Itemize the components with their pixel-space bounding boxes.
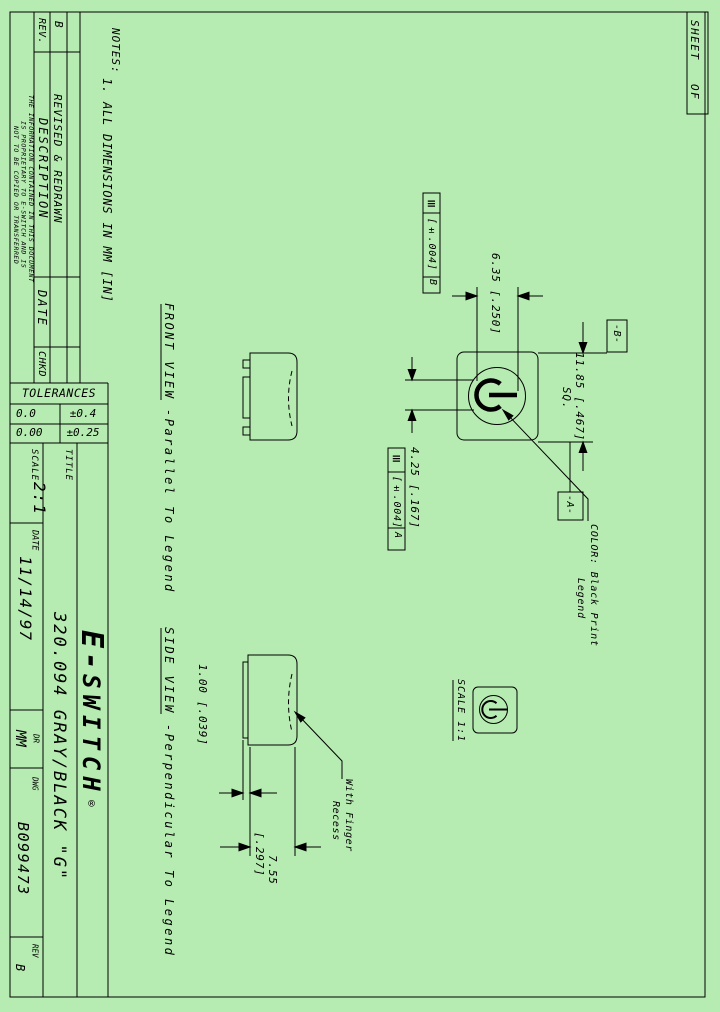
- dim-legend-height-text: 4.25 [.167]: [408, 447, 421, 529]
- front-view-subtitle: -Parallel To Legend: [162, 409, 176, 595]
- dim-body-square-line1: 11.85 [.467]: [573, 352, 586, 442]
- finger-recess-hidden-arc: [288, 370, 293, 427]
- fcf-a-frame: [387, 447, 406, 551]
- front-view-label: FRONT VIEW -Parallel To Legend: [162, 303, 176, 595]
- proprietary-line-1: THE INFORMATION CONTAINED IN THIS DOCUME…: [27, 95, 35, 283]
- recess-note: With Finger Recess: [329, 779, 355, 863]
- registered-mark-icon: ®: [85, 796, 98, 810]
- date-header: DATE: [35, 290, 49, 327]
- actual-size-view-outline: [472, 686, 518, 734]
- notes-title: NOTES:: [109, 28, 122, 74]
- date-value: 11/14/97: [16, 556, 35, 642]
- proprietary-note: THE INFORMATION CONTAINED IN THIS DOCUME…: [11, 95, 35, 295]
- fcf-b-tolerance: [±.004]: [426, 218, 437, 271]
- color-note-line2: Legend: [575, 577, 586, 619]
- dim-body-square-line2: SQ.: [560, 386, 573, 410]
- company-logo-rest: SWITCH: [77, 674, 105, 797]
- dwg-number: B099473: [14, 822, 32, 896]
- title-label: TITLE: [63, 449, 73, 482]
- dim-legend-width-text: 6.35 [.250]: [489, 253, 502, 335]
- title-block-grid: [10, 443, 78, 997]
- tolerances-title: TOLERANCES: [21, 386, 97, 400]
- datum-b-box: [606, 319, 628, 353]
- dwg-label: DWG: [30, 777, 40, 791]
- side-view-title: SIDE VIEW: [162, 627, 176, 715]
- fcf-b-datum: B: [427, 279, 438, 286]
- recess-note-line1: With Finger: [343, 779, 354, 852]
- revision-block-grid: [33, 12, 81, 383]
- sheet-label: SHEET: [688, 20, 701, 61]
- sheet-of-label: OF: [688, 84, 701, 101]
- tolerance-value-2: ±0.25: [66, 426, 100, 439]
- date-label: DATE: [29, 530, 40, 551]
- tolerance-table-grid: [10, 382, 109, 997]
- dim-body-square: [538, 319, 628, 521]
- dim-total-height-text: 7.55 [.297]: [253, 832, 279, 908]
- dim-base-thickness: [219, 740, 296, 856]
- notes-item-1: 1. ALL DIMENSIONS IN MM [IN]: [100, 78, 114, 303]
- scale-label: SCALE: [29, 449, 39, 482]
- tolerance-value-1: ±0.4: [69, 407, 97, 420]
- dim-total-height: [220, 842, 321, 852]
- recess-note-line2: Recess: [330, 801, 341, 841]
- dim-total-height-line2: [.297]: [253, 832, 266, 877]
- description-value: REVISED & REDRAWN: [51, 94, 64, 224]
- description-header: DESCRIPTION: [36, 118, 50, 220]
- company-logo-e: E-: [74, 630, 109, 675]
- datum-b-ref: -B-: [611, 324, 622, 344]
- sheet-of-box: [686, 11, 709, 115]
- border-frame: [9, 11, 706, 998]
- rev-value: B: [52, 21, 65, 28]
- parallelism-symbol-icon: ≡: [427, 196, 436, 212]
- face-view-outline: [456, 351, 539, 441]
- drawn-by-value: MM: [12, 730, 28, 747]
- tolerance-precision-1: 0.0: [16, 407, 36, 420]
- finger-recess-hidden-arc-side: [288, 673, 293, 733]
- proprietary-line-2: IS PROPRIETARY TO E-SWITCH AND IS: [19, 121, 28, 269]
- rev-label: REV: [30, 944, 40, 958]
- parallelism-symbol-icon-2: ≡: [392, 451, 401, 467]
- chkd-header: CHKD: [36, 351, 47, 378]
- side-profile-outline: [242, 654, 298, 746]
- tolerance-precision-2: 0.00: [16, 426, 43, 439]
- dim-body-square-text: 11.85 [.467] SQ.: [560, 352, 586, 444]
- rev-letter: B: [13, 964, 27, 972]
- proprietary-line-3: NOT TO BE COPIED OR TRANSFERRED: [12, 125, 20, 265]
- fcf-b-frame: [422, 192, 441, 294]
- dim-base-thickness-text: 1.00 [.039]: [196, 664, 209, 746]
- company-logo: E-SWITCH®: [74, 630, 109, 810]
- power-symbol-arc: [474, 378, 502, 412]
- color-note-line1: COLOR: Black Print: [588, 524, 599, 647]
- part-title: 320.094 GRAY/BLACK "G": [49, 612, 69, 882]
- actual-size-label: SCALE 1:1: [455, 679, 466, 743]
- front-view-title: FRONT VIEW: [162, 303, 176, 401]
- side-view-label: SIDE VIEW -Perpendicular To Legend: [162, 627, 176, 957]
- rev-header: REV.: [36, 18, 47, 45]
- drawn-by-label: DR: [31, 734, 41, 744]
- fcf-a-tolerance: [±.004]: [391, 476, 402, 529]
- color-leader: [501, 408, 589, 521]
- color-note: COLOR: Black Print Legend: [574, 524, 600, 672]
- dim-total-height-line1: 7.55: [266, 855, 279, 885]
- scale-value: 2:1: [30, 482, 49, 516]
- fcf-a-datum: A: [392, 532, 403, 539]
- front-profile-outline: [242, 352, 298, 441]
- power-symbol-arc-small: [481, 700, 498, 719]
- dim-legend-height: [405, 357, 474, 433]
- recess-leader: [293, 710, 343, 779]
- dim-legend-width: [452, 287, 543, 391]
- datum-a-ref: -A-: [564, 495, 575, 515]
- side-view-subtitle: -Perpendicular To Legend: [162, 723, 176, 957]
